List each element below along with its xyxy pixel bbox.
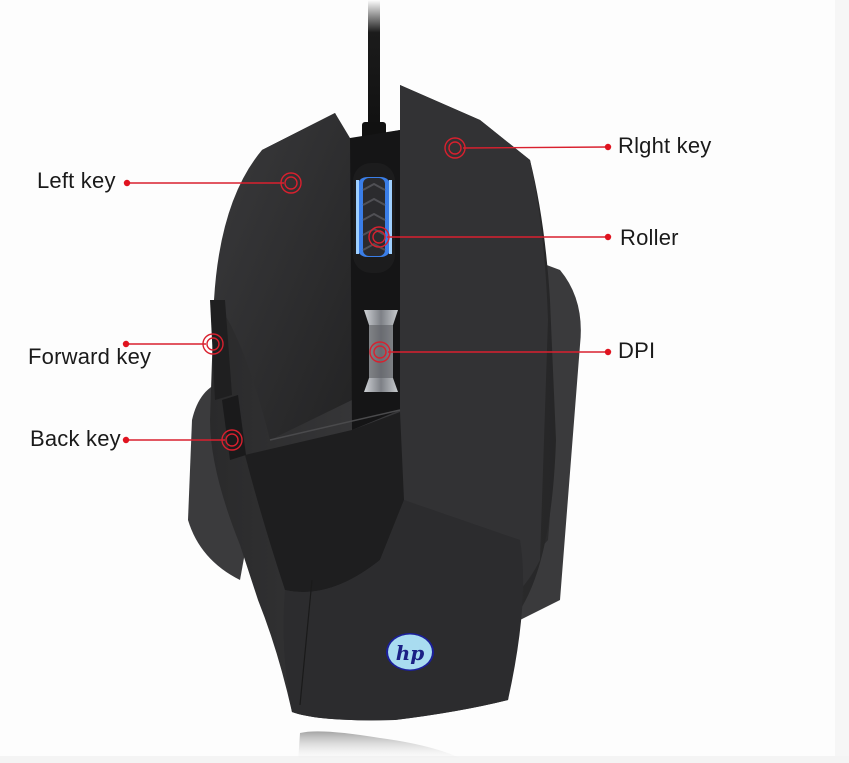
- callout-label-roller: Roller: [620, 225, 679, 250]
- callout-label-forward-key: Forward key: [28, 344, 152, 369]
- callout-label-right-key: Rlght key: [618, 133, 712, 158]
- mouse-cable: [368, 0, 380, 130]
- callout-label-left-key: Left key: [37, 168, 116, 193]
- svg-text:hp: hp: [396, 641, 425, 665]
- right-button: [400, 85, 548, 610]
- left-button: [214, 113, 352, 440]
- mouse-reflection: [298, 731, 470, 763]
- callout-label-dpi: DPI: [618, 338, 656, 363]
- page-margin-right: [835, 0, 849, 763]
- hp-logo-icon: hp: [386, 633, 434, 671]
- callout-label-back-key: Back key: [30, 426, 121, 451]
